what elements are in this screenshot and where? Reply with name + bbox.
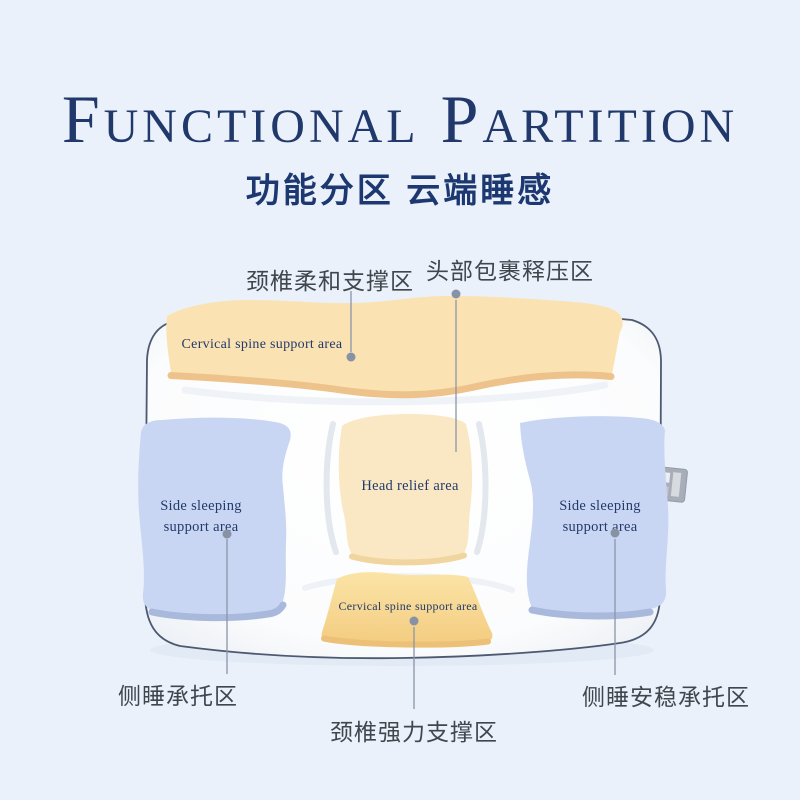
zone-label-side-left-2: support area xyxy=(164,519,239,535)
callout-cervical-soft-support: 颈椎柔和支撑区 xyxy=(246,268,414,294)
zone-label-bottom-band: Cervical spine support area xyxy=(338,599,477,613)
zone-bottom-band xyxy=(321,572,493,646)
leader-bottom-left-dot xyxy=(222,529,232,539)
zone-top-band-edge xyxy=(167,371,615,399)
callout-side-sleep-stable-support: 侧睡安稳承托区 xyxy=(582,684,750,710)
callout-cervical-strong-support: 颈椎强力支撑区 xyxy=(330,719,498,745)
zone-label-side-left-1: Side sleeping xyxy=(160,498,242,514)
pillow-crease-left xyxy=(323,421,339,555)
zone-label-side-right-2: support area xyxy=(563,519,638,535)
pillow-crease-top xyxy=(181,381,609,406)
zone-side-right xyxy=(520,416,669,614)
callout-side-sleep-support: 侧睡承托区 xyxy=(118,683,238,709)
leader-top-right-dot xyxy=(451,289,461,299)
zone-label-top-band: Cervical spine support area xyxy=(182,337,343,352)
zone-bottom-band-edge xyxy=(321,635,491,648)
zone-label-side-right-1: Side sleeping xyxy=(559,498,641,514)
zone-label-head: Head relief area xyxy=(361,478,459,494)
zone-head-relief-edge xyxy=(349,552,467,566)
zone-side-left xyxy=(138,417,291,617)
zone-head-relief xyxy=(338,414,473,560)
pillow-crease-right xyxy=(474,421,489,555)
page-subtitle: 功能分区 云端睡感 xyxy=(245,172,555,210)
leader-top-left-dot xyxy=(346,352,356,362)
zone-side-right-edge xyxy=(528,606,654,620)
page-title: Functional Partition xyxy=(61,81,739,157)
leader-bottom-right-dot xyxy=(610,528,620,538)
zone-side-left-edge xyxy=(148,601,287,622)
callout-head-wrap-pressure-relief: 头部包裹释压区 xyxy=(426,258,594,284)
zone-top-band xyxy=(166,296,623,394)
leader-bottom-center-dot xyxy=(409,616,419,626)
